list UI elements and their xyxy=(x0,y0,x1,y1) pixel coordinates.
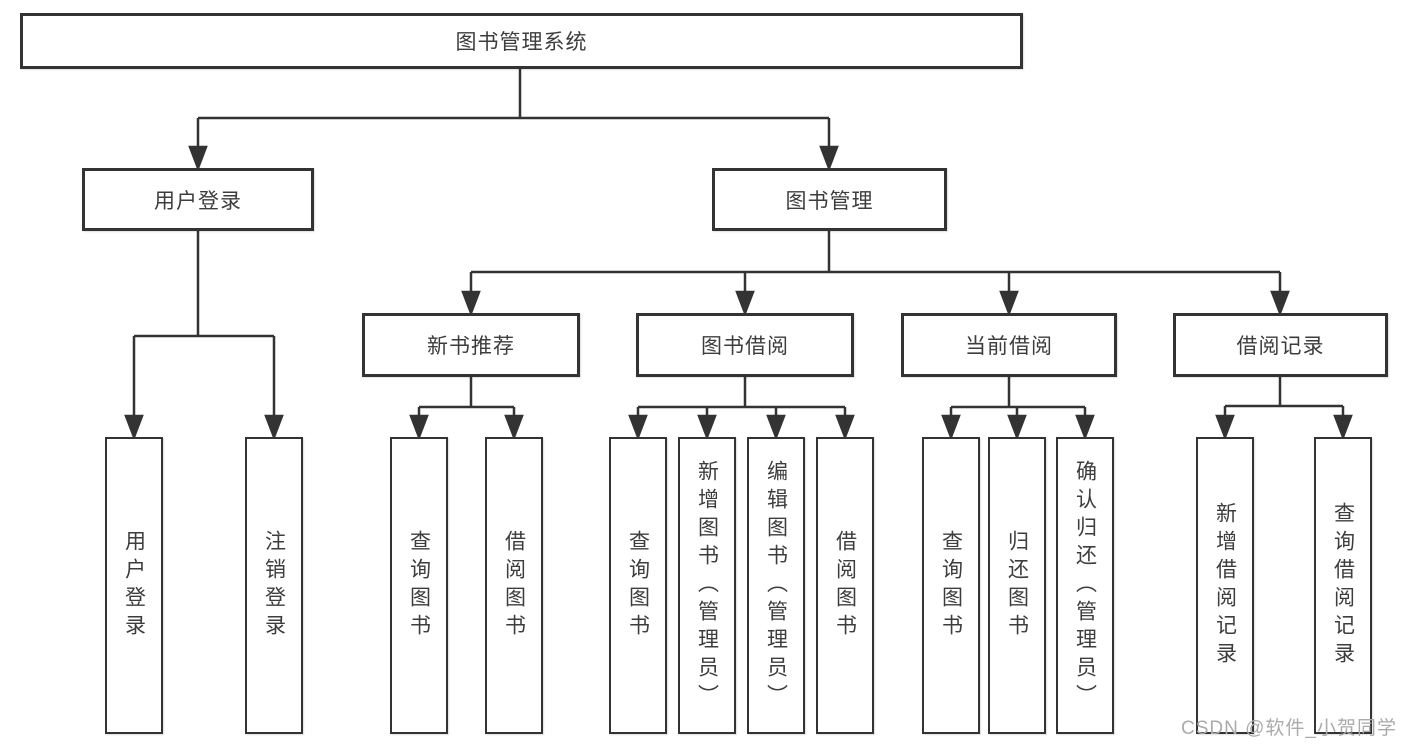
connector-book-management xyxy=(461,231,1290,317)
node-borrow-records: 借阅记录 xyxy=(1173,313,1388,377)
leaf-search-borrow-record: 查询借阅记录 xyxy=(1314,437,1372,734)
node-current-borrow-label: 当前借阅 xyxy=(965,335,1053,358)
node-book-management-label: 图书管理 xyxy=(785,189,874,213)
leaf-search-books-recommend-label: 查询图书 xyxy=(407,529,431,642)
leaf-search-books-current: 查询图书 xyxy=(922,437,980,734)
leaf-return-book: 归还图书 xyxy=(988,437,1046,734)
leaf-add-book-admin-label: 新增图书（管理员） xyxy=(695,459,719,712)
node-library-system-label: 图书管理系统 xyxy=(455,31,588,54)
leaf-search-books-borrow-label: 查询图书 xyxy=(626,529,650,642)
node-book-borrow: 图书借阅 xyxy=(636,313,854,377)
leaf-borrow-books-recommend-label: 借阅图书 xyxy=(502,529,526,642)
connector-new-book-recommend xyxy=(409,377,524,441)
leaf-logout: 注销登录 xyxy=(245,437,303,734)
node-user-login: 用户登录 xyxy=(82,168,314,231)
node-user-login-label: 用户登录 xyxy=(154,189,242,213)
node-library-system: 图书管理系统 xyxy=(20,13,1023,69)
leaf-search-books-recommend: 查询图书 xyxy=(390,437,448,734)
leaf-edit-book-admin-label: 编辑图书（管理员） xyxy=(764,459,788,712)
leaf-borrow-books-label: 借阅图书 xyxy=(833,529,857,642)
leaf-borrow-books: 借阅图书 xyxy=(816,437,874,734)
leaf-add-borrow-record: 新增借阅记录 xyxy=(1196,437,1254,734)
leaf-search-borrow-record-label: 查询借阅记录 xyxy=(1331,501,1355,670)
connector-current-borrow xyxy=(941,377,1095,441)
leaf-add-borrow-record-label: 新增借阅记录 xyxy=(1213,501,1237,670)
node-current-borrow: 当前借阅 xyxy=(901,313,1117,377)
connector-root xyxy=(188,69,839,172)
node-book-management: 图书管理 xyxy=(712,168,947,231)
watermark-text: CSDN @软件_小贺同学 xyxy=(1181,718,1397,739)
leaf-return-book-label: 归还图书 xyxy=(1005,529,1029,642)
connector-user-login xyxy=(124,231,284,441)
leaf-search-books-borrow: 查询图书 xyxy=(609,437,667,734)
node-new-book-recommend: 新书推荐 xyxy=(362,313,580,377)
connector-borrow-records xyxy=(1215,377,1353,441)
connector-book-borrow xyxy=(628,377,855,441)
node-book-borrow-label: 图书借阅 xyxy=(701,335,789,358)
node-borrow-records-label: 借阅记录 xyxy=(1236,335,1325,358)
leaf-confirm-return-admin: 确认归还（管理员） xyxy=(1056,437,1114,734)
leaf-logout-label: 注销登录 xyxy=(262,529,286,642)
leaf-search-books-current-label: 查询图书 xyxy=(939,529,963,642)
node-new-book-recommend-label: 新书推荐 xyxy=(427,335,515,358)
leaf-confirm-return-admin-label: 确认归还（管理员） xyxy=(1073,459,1097,712)
leaf-user-login-label: 用户登录 xyxy=(122,529,146,642)
leaf-user-login: 用户登录 xyxy=(105,437,163,734)
leaf-add-book-admin: 新增图书（管理员） xyxy=(678,437,736,734)
leaf-borrow-books-recommend: 借阅图书 xyxy=(485,437,543,734)
leaf-edit-book-admin: 编辑图书（管理员） xyxy=(747,437,805,734)
